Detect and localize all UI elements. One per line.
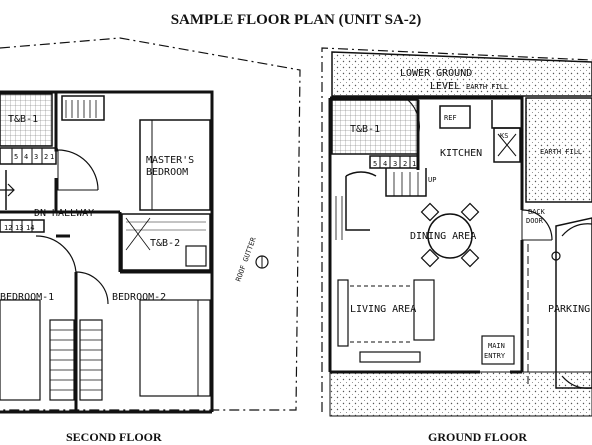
- main-entry-label-line1: MAIN: [488, 342, 505, 350]
- second-floor-tb2-label: T&B-2: [150, 238, 180, 249]
- second-floor-tb1-area: [0, 93, 53, 147]
- parking-label: PARKING: [548, 304, 590, 315]
- second-floor-tb2-area: [121, 213, 211, 271]
- stair-number: 2: [403, 160, 407, 168]
- stair-number: 12: [4, 224, 12, 232]
- ground-floor-plan: [321, 47, 592, 417]
- bedroom1-bed: [0, 299, 41, 401]
- ground-floor-property-line: [321, 47, 592, 412]
- dining-area-label: DINING AREA: [410, 231, 476, 242]
- stair-number: 1: [50, 153, 54, 161]
- stair-number: 14: [26, 224, 34, 232]
- second-floor-caption: SECOND FLOOR: [66, 430, 162, 444]
- right-earth-fill: [525, 97, 592, 203]
- stair-number: 4: [24, 153, 28, 161]
- second-floor-closet: [61, 95, 105, 121]
- dining-table: [427, 213, 473, 259]
- living-area-label: LIVING AREA: [350, 304, 416, 315]
- fridge: [439, 105, 471, 129]
- page-title: SAMPLE FLOOR PLAN (UNIT SA-2): [170, 12, 422, 28]
- second-floor-plan: [0, 37, 301, 414]
- ground-floor-caption: GROUND FLOOR: [428, 430, 527, 444]
- kitchen-label: KITCHEN: [440, 148, 482, 159]
- stair-number: 2: [44, 153, 48, 161]
- main-entry-box: [481, 335, 515, 365]
- living-sofa: [337, 279, 349, 347]
- ground-floor-stair: [369, 155, 419, 169]
- back-door-label-line2: DOOR: [526, 217, 544, 225]
- earth-fill-top-label: EARTH FILL: [466, 83, 508, 91]
- roof-gutter-label: ROOF GUTTER: [234, 236, 258, 283]
- bedroom2-bed: [139, 299, 211, 397]
- ground-floor-tb1-area: [331, 99, 419, 155]
- hallway-label: HALLWAY: [52, 208, 94, 219]
- ref-label: REF: [444, 114, 457, 122]
- back-door-label-line1: BACK: [528, 208, 546, 216]
- bedroom1-label: BEDROOM-1: [0, 292, 54, 303]
- main-entry-label-line2: ENTRY: [484, 352, 506, 360]
- second-floor-property-line: [0, 37, 301, 411]
- stair-number: 3: [34, 153, 38, 161]
- stair-number: 5: [14, 153, 18, 161]
- earth-fill-right-label: EARTH FILL: [540, 148, 582, 156]
- lower-ground-earth-fill: [331, 51, 592, 97]
- ground-floor-front-strip: [329, 371, 592, 417]
- parking-car: [555, 217, 592, 389]
- stair-number: 3: [393, 160, 397, 168]
- ground-floor-labels: LOWER GROUND LEVEL EARTH FILL T&B-1 REF …: [350, 68, 590, 360]
- second-floor-stair-top: [0, 147, 57, 165]
- lower-ground-label-line2: LEVEL: [430, 81, 460, 92]
- bedroom2-label: BEDROOM-2: [112, 292, 166, 303]
- ground-floor-tb1-label: T&B-1: [350, 124, 380, 135]
- stair-number: 13: [15, 224, 23, 232]
- second-floor-tb1-label: T&B-1: [8, 114, 38, 125]
- ks-label: KS: [500, 132, 508, 140]
- stair-number: 5: [373, 160, 377, 168]
- stair-number: 4: [383, 160, 387, 168]
- stair-up-label: UP: [428, 176, 436, 184]
- lower-ground-label-line1: LOWER GROUND: [400, 68, 472, 79]
- masters-bedroom-label-line1: MASTER'S: [146, 155, 194, 166]
- stair-number: 1: [412, 160, 416, 168]
- stair-dn-label: DN: [34, 208, 46, 219]
- masters-bedroom-label-line2: BEDROOM: [146, 167, 188, 178]
